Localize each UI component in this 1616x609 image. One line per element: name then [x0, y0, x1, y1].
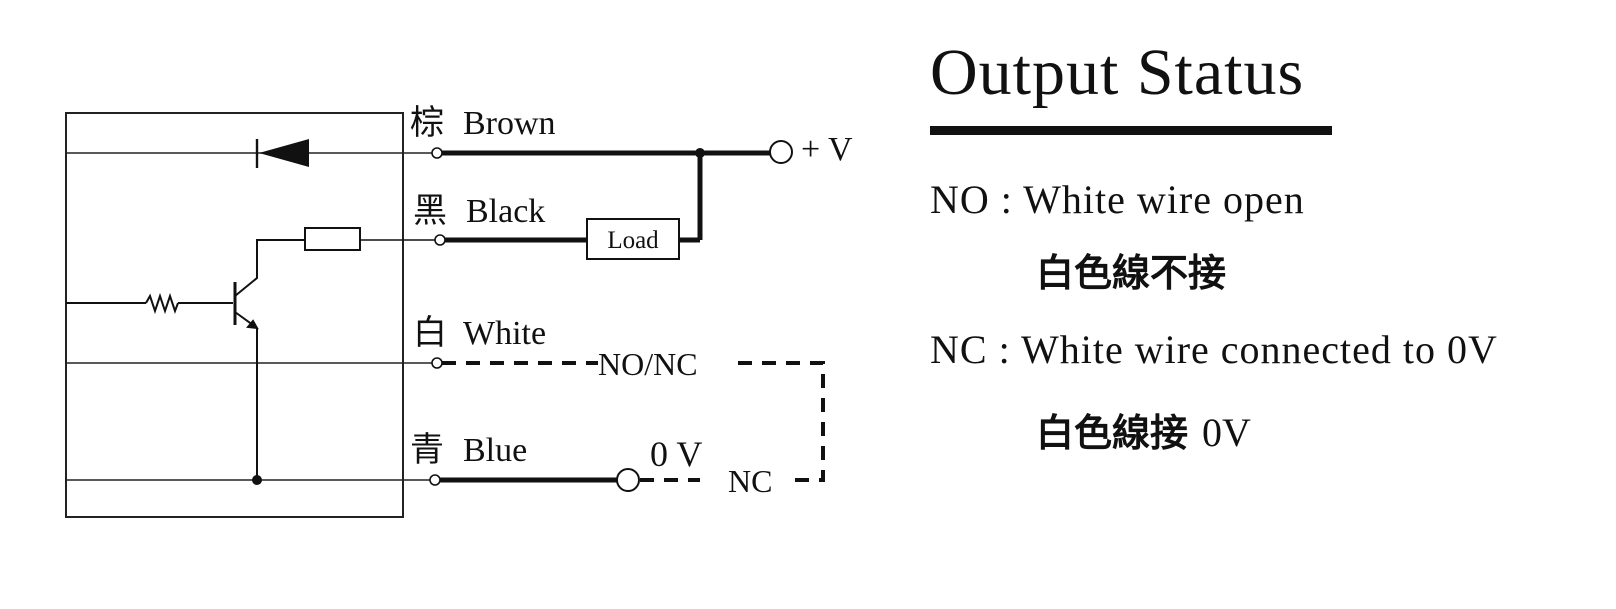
- nc-status-zh-row: 白色線接 0V: [1036, 402, 1251, 457]
- plus-v-label: + V: [801, 131, 853, 168]
- white-zh-label: 白: [413, 314, 447, 352]
- black-en-label: Black: [466, 193, 545, 230]
- load-label: Load: [607, 227, 659, 254]
- brown-zh-label: 棕: [410, 104, 444, 142]
- nc-status-zh: 白色線接: [1036, 410, 1189, 455]
- black-terminal: [434, 234, 446, 246]
- blue-zh-label: 青: [410, 431, 444, 469]
- base-resistor: [66, 292, 233, 315]
- title-underline: [930, 126, 1332, 135]
- nc-status-zh-suffix: 0V: [1202, 410, 1251, 455]
- diode-symbol: [255, 139, 309, 168]
- zero-v-label: 0 V: [650, 434, 702, 474]
- wiring-diagram: Load 棕 Brown 黑 Black 白 White 青 Blue + V …: [65, 104, 853, 518]
- load-box: [586, 218, 680, 260]
- brown-terminal: [431, 147, 443, 159]
- no-status-zh: 白色線不接: [1036, 250, 1227, 295]
- transistor-symbol: [233, 239, 305, 480]
- supply-junction-dot: [695, 148, 705, 158]
- output-status-title: Output Status: [930, 36, 1305, 109]
- plus-v-terminal: [769, 140, 793, 164]
- no-nc-label: NO/NC: [598, 346, 698, 382]
- white-en-label: White: [463, 315, 546, 352]
- brown-en-label: Brown: [463, 105, 556, 142]
- junction-dot: [252, 475, 262, 485]
- zero-v-terminal: [616, 468, 640, 492]
- white-dashed-wire: [442, 361, 825, 482]
- output-status-panel: Output Status NO : White wire open 白色線不接…: [930, 36, 1610, 455]
- collector-resistor: [304, 227, 436, 251]
- white-terminal: [431, 357, 443, 369]
- nc-label: NC: [728, 463, 772, 499]
- sensor-body: [65, 112, 404, 518]
- no-status-line: NO : White wire open: [930, 177, 1305, 222]
- blue-terminal: [429, 474, 441, 486]
- nc-status-line: NC : White wire connected to 0V: [930, 327, 1498, 372]
- black-zh-label: 黑: [413, 193, 447, 230]
- blue-en-label: Blue: [463, 432, 527, 469]
